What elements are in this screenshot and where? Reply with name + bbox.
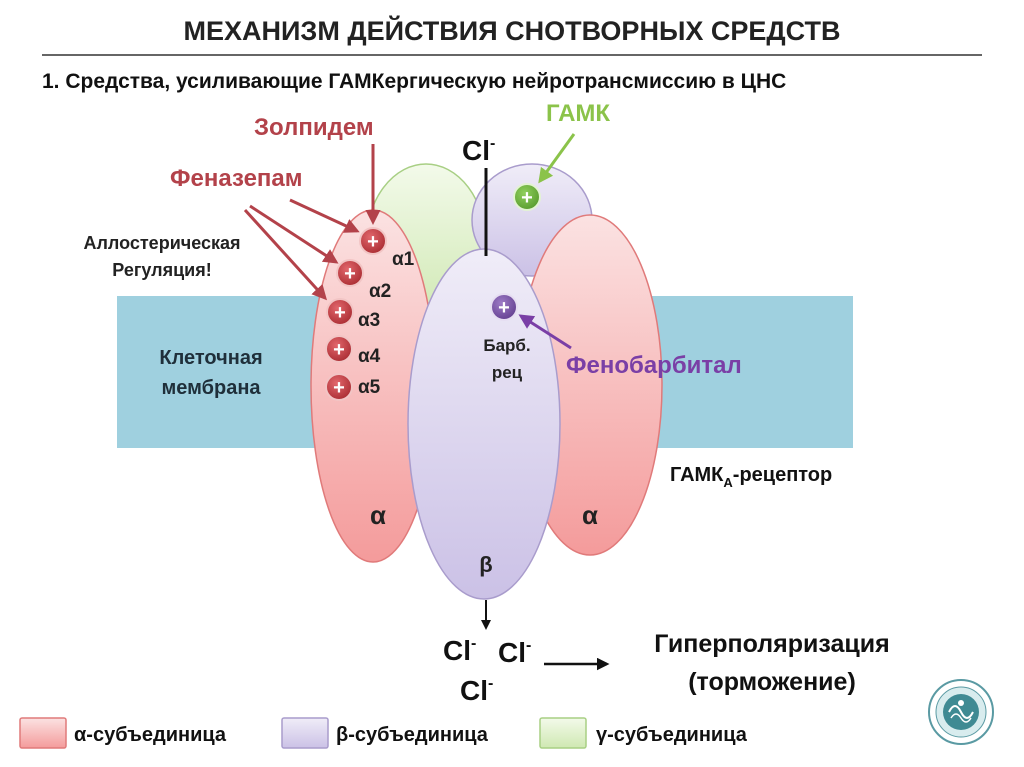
membrane-label-2: мембрана xyxy=(161,377,261,399)
beta-label: β xyxy=(479,552,492,577)
allosteric-label-1: Аллостерическая xyxy=(83,233,240,253)
page-title: МЕХАНИЗМ ДЕЙСТВИЯ СНОТВОРНЫХ СРЕДСТВ xyxy=(184,15,841,46)
phenazepam-arrows xyxy=(243,198,360,301)
svg-text:α3: α3 xyxy=(358,310,380,331)
svg-text:+: + xyxy=(344,263,356,285)
phenazepam-label: Феназепам xyxy=(170,165,303,192)
phenobarbital-arrow xyxy=(518,314,572,350)
zolpidem-label: Золпидем xyxy=(254,114,374,141)
svg-text:+: + xyxy=(333,339,345,361)
binding-site-a1: + α1 xyxy=(359,227,415,270)
barb-receptor-label-2: рец xyxy=(492,363,523,382)
svg-text:Cl-: Cl- xyxy=(498,637,531,668)
alpha-left-label: α xyxy=(370,500,386,530)
svg-text:+: + xyxy=(333,377,345,399)
binding-site-a4: + α4 xyxy=(325,335,381,367)
svg-text:Cl-: Cl- xyxy=(460,675,493,706)
legend-item-gamma: γ-субъединица xyxy=(539,717,748,749)
svg-text:α-субъединица: α-субъединица xyxy=(74,724,227,746)
svg-text:α1: α1 xyxy=(392,249,415,270)
chloride-ion-top: Cl- xyxy=(462,135,495,166)
barb-receptor-label-1: Барб. xyxy=(483,336,530,355)
barbiturate-binding-site: + xyxy=(490,293,518,321)
legend-item-beta: β-субъединица xyxy=(281,717,489,749)
gaba-label: ГАМК xyxy=(546,100,610,127)
svg-text:α4: α4 xyxy=(358,346,381,367)
svg-text:+: + xyxy=(521,187,533,209)
alpha-right-label: α xyxy=(582,500,598,530)
result-label-2: (торможение) xyxy=(688,668,856,696)
legend-item-alpha: α-субъединица xyxy=(19,717,227,749)
legend: α-субъединица β-субъединица γ-субъединиц… xyxy=(19,717,748,749)
result-label-1: Гиперполяризация xyxy=(654,630,889,658)
allosteric-label-2: Регуляция! xyxy=(112,260,211,280)
svg-text:Cl-: Cl- xyxy=(462,135,495,166)
benzodiazepine-sites: + α1 + α2 + α3 + α4 + α5 xyxy=(325,227,415,401)
svg-text:+: + xyxy=(334,302,346,324)
svg-text:α5: α5 xyxy=(358,377,381,398)
phenobarbital-label: Фенобарбитал xyxy=(566,352,742,379)
svg-text:+: + xyxy=(498,297,510,319)
binding-site-a5: + α5 xyxy=(325,373,381,401)
svg-text:α2: α2 xyxy=(369,281,391,302)
membrane-label-1: Клеточная xyxy=(159,347,262,369)
chloride-ions-bottom: Cl- Cl- Cl- xyxy=(443,635,531,706)
svg-text:β-субъединица: β-субъединица xyxy=(336,724,489,746)
university-seal-icon xyxy=(928,679,994,745)
svg-text:+: + xyxy=(367,231,379,253)
beta-subunit-front xyxy=(407,248,561,600)
binding-site-a2: + α2 xyxy=(336,259,391,302)
svg-text:γ-субъединица: γ-субъединица xyxy=(596,724,748,746)
svg-text:Cl-: Cl- xyxy=(443,635,476,666)
section-subtitle: 1. Средства, усиливающие ГАМКергическую … xyxy=(42,70,786,93)
gaba-arrow xyxy=(538,133,576,184)
gaba-binding-site: + xyxy=(513,183,541,211)
binding-site-a3: + α3 xyxy=(326,298,380,331)
gaba-a-receptor-label: ГАМКА-рецептор xyxy=(670,464,832,490)
